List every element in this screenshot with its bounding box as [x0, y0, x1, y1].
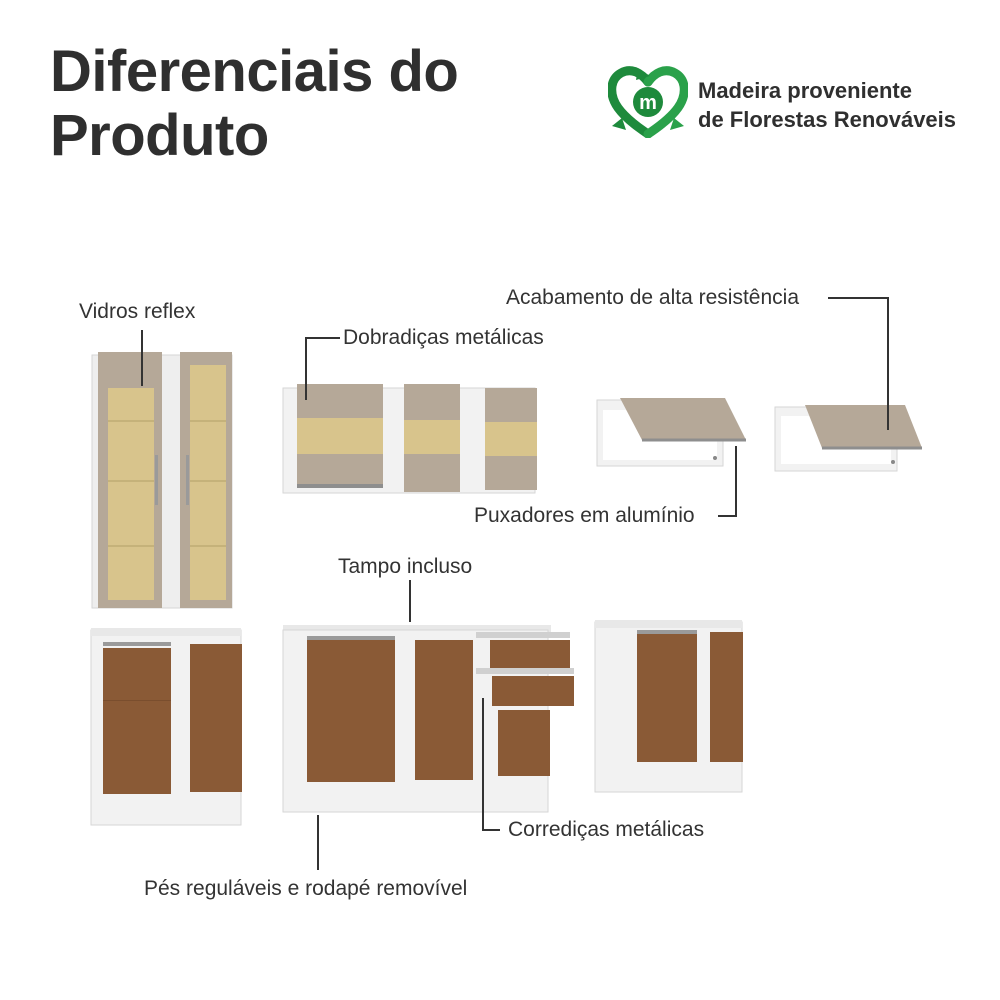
logo-letter: m: [639, 92, 657, 114]
base-cabinet-drawers: [282, 625, 574, 813]
callout-puxadores: Puxadores em alumínio: [474, 504, 695, 527]
callout-corredicas: Corrediças metálicas: [508, 818, 705, 841]
eco-badge-text: Madeira proveniente de Florestas Renováv…: [698, 76, 956, 134]
callout-pes: Pés reguláveis e rodapé removível: [144, 877, 468, 900]
flip-up-cabinet-1: [596, 398, 746, 467]
base-cabinet-right: [594, 620, 743, 793]
callout-tampo: Tampo incluso: [338, 555, 473, 578]
tall-glass-cabinet: [91, 352, 233, 609]
flip-up-cabinet-2: [774, 405, 922, 472]
eco-line-2: de Florestas Renováveis: [698, 107, 957, 132]
leader-lines: [141, 297, 889, 870]
eco-line-1: Madeira proveniente: [698, 78, 912, 103]
title-line-2: Produto: [50, 103, 269, 168]
callout-vidros: Vidros reflex: [79, 300, 196, 323]
page-title: Diferenciais do Produto: [50, 39, 459, 168]
base-cabinet-left: [90, 628, 242, 826]
title-line-1: Diferenciais do: [50, 39, 459, 104]
callout-dobradicas: Dobradiças metálicas: [343, 326, 544, 349]
callout-acabamento: Acabamento de alta resistência: [506, 286, 800, 309]
upper-glass-cabinet: [282, 384, 537, 494]
recycle-heart-icon: m: [608, 66, 688, 138]
